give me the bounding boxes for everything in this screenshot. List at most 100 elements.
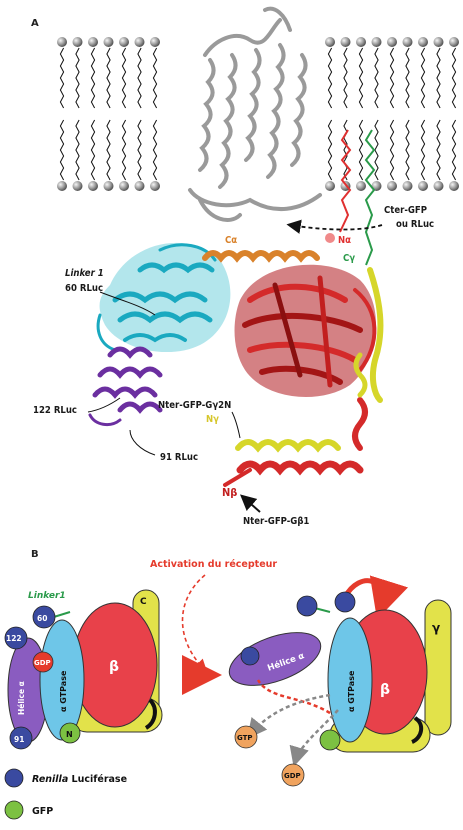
label-cter-gfp: Cter-GFP [384, 205, 427, 216]
lipid-tail [374, 119, 379, 181]
rluc-91-label: 91 [14, 735, 24, 744]
legend-renilla-text: Renilla Luciférase [32, 774, 127, 785]
lipid-tail [121, 47, 127, 109]
lipid-tail [106, 47, 111, 109]
lipid-head [119, 181, 129, 191]
gdp-release-path [256, 679, 331, 715]
label-n-beta: Nβ [222, 486, 237, 499]
label-c-gamma: Cγ [343, 253, 355, 264]
lipid-tail [343, 119, 348, 181]
lipid-head [88, 181, 98, 191]
active-complex: γ β α GTPase Hélice α GTP [228, 575, 452, 787]
lipid-head [57, 181, 67, 191]
lipid-tail [327, 47, 333, 109]
lipid-head [72, 181, 83, 191]
lipid-head [57, 37, 67, 47]
legend-gfp-swatch [4, 800, 24, 820]
gdp-free-label: GDP [284, 772, 301, 780]
label-ou-rluc: ou RLuc [396, 219, 434, 230]
panel-a: A [31, 6, 459, 527]
lipid-tail [389, 119, 395, 181]
lipid-tail [405, 47, 410, 109]
lipid-tail [358, 47, 364, 109]
lipid-tail [343, 47, 348, 109]
legend-gfp-label: GFP [32, 806, 53, 817]
rluc-122-marker [4, 626, 28, 650]
rluc-marker-active-3 [240, 646, 260, 666]
label-nter-gamma: Nter-GFP-Gγ2N [158, 400, 231, 411]
activation-dashed-arrow [181, 574, 208, 673]
gdp-marker [32, 651, 54, 673]
gtp-entry-path [246, 693, 331, 739]
lipid-tail [451, 47, 457, 109]
rluc60-pointer [99, 291, 156, 316]
label-n-alpha: Nα [338, 235, 351, 246]
helical-domain-structure [88, 346, 163, 427]
gdp-free-marker [281, 763, 305, 787]
gamma-anchor-hook [144, 698, 157, 730]
panel-b-letter: B [31, 549, 39, 560]
label-n-gamma: Nγ [206, 414, 219, 425]
alpha-gtpase-domain-active [327, 617, 373, 743]
lipid-tail [90, 47, 96, 109]
legend-renilla-rest: Luciférase [68, 774, 127, 785]
lipid-head [134, 181, 145, 191]
rluc91-pointer [129, 429, 156, 456]
lipid-head [402, 37, 413, 47]
lipid-tail [90, 119, 96, 181]
lipid-head [103, 37, 114, 47]
lipid-tail [59, 47, 65, 109]
lipid-tail [75, 119, 80, 181]
gdp-exit-path [289, 709, 339, 767]
n-alpha-anchor [339, 129, 352, 233]
rluc122-pointer [87, 397, 121, 413]
lipid-head [433, 37, 444, 47]
label-91-rluc: 91 RLuc [160, 452, 198, 463]
lipid-head [418, 37, 428, 47]
label-linker-title: Linker 1 [65, 268, 104, 279]
lipid-bilayer [57, 37, 459, 191]
lipid-head [356, 181, 366, 191]
helix-alpha-domain-active [228, 632, 322, 686]
lipid-tail [121, 119, 127, 181]
lipid-head [402, 181, 413, 191]
lipid-head [371, 37, 382, 47]
lipid-head [387, 181, 397, 191]
lipid-tail [405, 119, 410, 181]
rluc-marker-active-1 [296, 595, 318, 617]
gtp-label: GTP [237, 734, 253, 742]
lipid-head [150, 181, 160, 191]
lipid-head [418, 181, 428, 191]
rluc-91-marker [9, 726, 33, 750]
g-beta-structure [223, 264, 377, 487]
lipid-head [433, 181, 444, 191]
lipid-tail [137, 119, 142, 181]
lipid-head [103, 181, 114, 191]
gfp-marker-active [319, 729, 341, 751]
lipid-tail [374, 47, 379, 109]
receptor-structure [188, 6, 322, 222]
cter-arrow [286, 219, 383, 234]
lipid-tail [152, 47, 158, 109]
lipid-head [387, 37, 397, 47]
alpha-gtpase-domain [39, 619, 85, 741]
lipid-tail [436, 119, 441, 181]
c-gamma-anchor [364, 129, 376, 266]
lipid-tail [106, 119, 111, 181]
lipid-head [449, 181, 459, 191]
g-alpha-structure [96, 242, 320, 353]
lipid-head [325, 37, 335, 47]
lipid-tail [152, 119, 158, 181]
panel-b: B Activation du récepteur Linker1 C γ β … [4, 549, 452, 820]
gdp-label: GDP [34, 659, 51, 667]
rluc-60-label: 60 [37, 614, 47, 623]
gfp-n-marker [59, 722, 81, 744]
rotation-arrow [342, 575, 409, 620]
nter-gamma-pointer [231, 411, 241, 439]
rluc-122-label: 122 [6, 634, 22, 643]
g-gamma-structure [235, 267, 384, 453]
lipid-head [134, 37, 145, 47]
lipid-tail [358, 119, 364, 181]
gamma-c-label: C [140, 597, 147, 607]
